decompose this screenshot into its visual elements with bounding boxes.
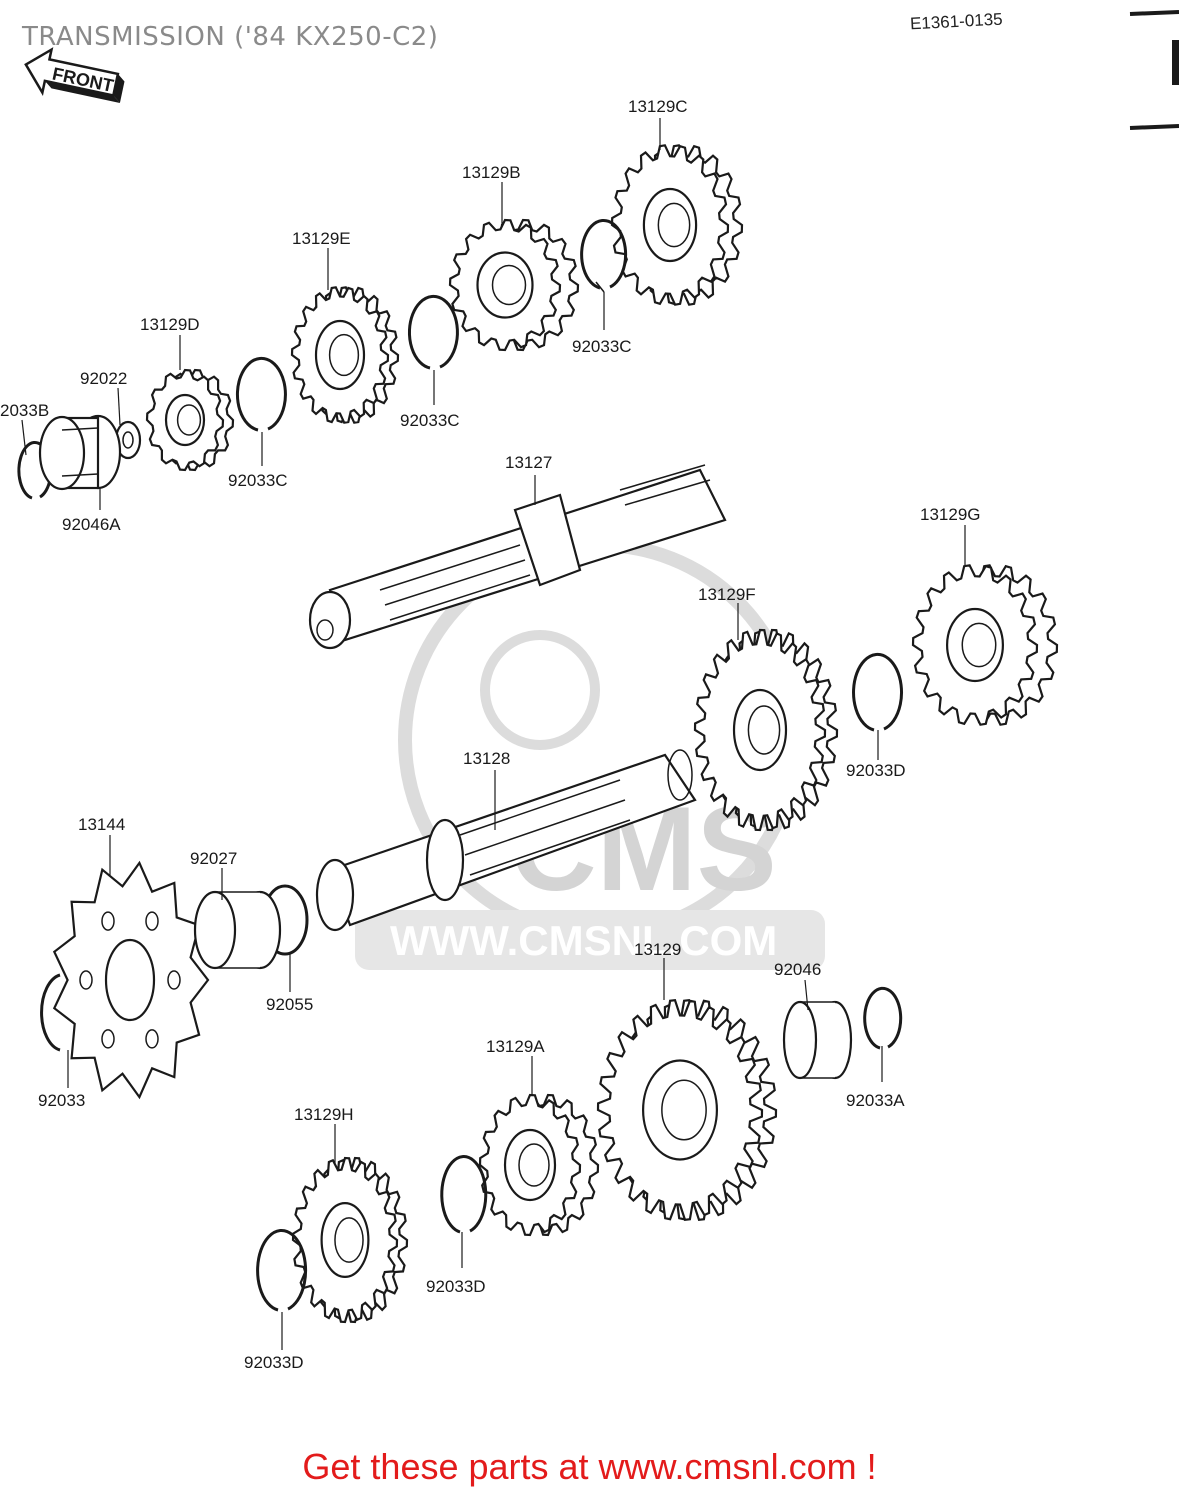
label-92033A: 92033A	[846, 1091, 905, 1110]
watermark-url: WWW.CMSNL.COM	[390, 917, 777, 964]
label-13129B: 13129B	[462, 163, 521, 182]
page-title: TRANSMISSION ('84 KX250-C2)	[22, 22, 439, 52]
label-92027: 92027	[190, 849, 237, 868]
label-92046A: 92046A	[62, 515, 121, 534]
circlip-92033D-low	[256, 1228, 308, 1312]
collar-92027	[193, 890, 282, 970]
label-13129H: 13129H	[294, 1105, 354, 1124]
label-13129G: 13129G	[920, 505, 981, 524]
label-92033D-b: 92033D	[426, 1277, 486, 1296]
gear-13129B	[448, 218, 580, 352]
label-92033D-c: 92033D	[244, 1353, 304, 1372]
gear-13129C	[610, 144, 744, 306]
circlip-92033C-mid	[407, 294, 459, 370]
label-13129C: 13129C	[628, 97, 688, 116]
circlip-92033A	[863, 986, 903, 1050]
gear-13129H	[291, 1156, 409, 1324]
shaft-13127	[308, 464, 727, 650]
corner-marks	[1129, 10, 1179, 130]
label-92033: 92033	[38, 1091, 85, 1110]
leader-lines	[21, 118, 966, 1350]
label-13129F: 13129F	[698, 585, 756, 604]
circlip-92033D-mid	[440, 1155, 488, 1234]
label-92055: 92055	[266, 995, 313, 1014]
label-92046: 92046	[774, 960, 821, 979]
call-to-action-link[interactable]: Get these parts at www.cmsnl.com !	[302, 1446, 877, 1487]
label-92033C-b: 92033C	[400, 411, 460, 430]
gear-13129D	[145, 368, 235, 472]
label-13129D: 13129D	[140, 315, 200, 334]
bearing-92046	[782, 1000, 853, 1080]
bearing-92046A	[38, 414, 122, 491]
label-92022: 92022	[80, 369, 127, 388]
label-13144: 13144	[78, 815, 125, 834]
front-arrow-icon: FRONT	[24, 47, 125, 103]
gear-13129G	[911, 564, 1059, 726]
circlip-92033	[40, 973, 61, 1052]
label-2033B: 2033B	[0, 401, 49, 420]
label-92033C-a: 92033C	[572, 337, 632, 356]
circlip-92033C-low	[235, 356, 287, 432]
shaft-13128	[315, 749, 697, 932]
label-13128: 13128	[463, 749, 510, 768]
gear-13129E	[290, 286, 400, 424]
gear-13129	[596, 998, 778, 1222]
circlip-92033C-top	[580, 218, 628, 293]
gear-13129F	[693, 628, 839, 832]
label-13129A: 13129A	[486, 1037, 545, 1056]
label-92033C-c: 92033C	[228, 471, 288, 490]
label-92033D-a: 92033D	[846, 761, 906, 780]
label-13129: 13129	[634, 940, 681, 959]
label-13129E: 13129E	[292, 229, 351, 248]
circlip-92033D-right	[852, 652, 904, 732]
gear-13129A	[478, 1093, 600, 1237]
label-13127: 13127	[505, 453, 552, 472]
sprocket-13144	[52, 860, 210, 1100]
part-labels: 13129C 13129B 92033C 13129E 92033C 13129…	[0, 97, 981, 1372]
